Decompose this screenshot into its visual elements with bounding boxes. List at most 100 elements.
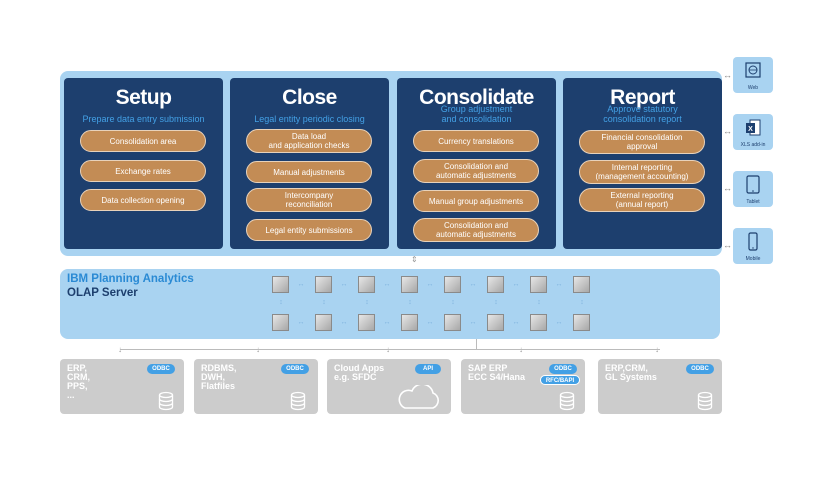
down-arrow-icon: ↓ <box>256 346 260 354</box>
cube-icon <box>487 276 504 293</box>
cube-icon <box>272 276 289 293</box>
stage-subtitle: Legal entity periodic closing <box>254 114 365 124</box>
device-label: Web <box>747 85 759 91</box>
step-pill: Internal reporting (management accountin… <box>579 160 705 184</box>
cube-link-icon: ↔ <box>469 319 477 326</box>
stage-title: Setup <box>115 86 172 109</box>
cube-icon <box>272 314 289 331</box>
cube-link-icon: ↕ <box>580 299 584 306</box>
source-label: ERP,CRM, GL Systems <box>605 363 657 382</box>
cube-icon <box>358 276 375 293</box>
down-arrow-icon: ↓ <box>655 346 659 354</box>
mobile-icon <box>748 232 758 251</box>
source-label: RDBMS, DWH, Flatfiles <box>201 363 237 391</box>
database-icon <box>158 391 174 411</box>
olap-product-name: IBM Planning Analytics <box>67 273 194 285</box>
cube-icon <box>444 276 461 293</box>
stage-subtitle: Prepare data entry submission <box>82 114 205 124</box>
updown-arrow-icon: ⇕ <box>411 255 418 264</box>
step-pill: Data load and application checks <box>246 129 372 153</box>
source-cloud-apps: Cloud Apps e.g. SFDC API <box>327 359 451 414</box>
source-sap-erp: SAP ERP ECC S4/Hana ODBC RFC/BAPI <box>461 359 585 414</box>
connector-badge: ODBC <box>281 364 309 374</box>
rfc-bapi-badge: RFC/BAPI <box>540 375 580 385</box>
leftright-arrow-icon: ↔ <box>723 126 732 136</box>
cloud-icon <box>398 385 439 409</box>
source-label: ERP, CRM, PPS, ... <box>67 363 90 400</box>
stage-title: Close <box>282 86 337 109</box>
stage-subtitle: Group adjustment and consolidation <box>440 104 513 124</box>
cube-icon <box>315 314 332 331</box>
step-pill: Intercompany reconciliation <box>246 188 372 212</box>
cube-icon <box>530 276 547 293</box>
stage-setup: Setup Prepare data entry submission Cons… <box>64 78 223 249</box>
cube-link-icon: ↔ <box>383 319 391 326</box>
stage-subtitle: Approve statutory consolidation report <box>603 104 682 124</box>
stage-consolidate: Consolidate Group adjustment and consoli… <box>397 78 556 249</box>
cube-icon <box>358 314 375 331</box>
cube-icon <box>530 314 547 331</box>
step-pill: Currency translations <box>413 130 539 152</box>
connector-line <box>476 339 477 349</box>
device-label: Tablet <box>746 199 760 205</box>
web-icon <box>745 62 761 78</box>
cube-link-icon: ↔ <box>512 281 520 288</box>
device-tablet: Tablet <box>733 171 773 207</box>
step-pill: Manual adjustments <box>246 161 372 183</box>
leftright-arrow-icon: ↔ <box>723 183 732 193</box>
source-erp: ERP, CRM, PPS, ... ODBC <box>60 359 184 414</box>
olap-server-label: OLAP Server <box>67 287 138 299</box>
cube-link-icon: ↔ <box>297 281 305 288</box>
cube-link-icon: ↔ <box>426 319 434 326</box>
connector-line <box>120 349 660 350</box>
database-icon <box>559 391 575 411</box>
cube-link-icon: ↕ <box>451 299 455 306</box>
step-pill: Consolidation area <box>80 130 206 152</box>
database-icon <box>697 391 713 411</box>
tablet-icon <box>746 175 760 194</box>
cube-icon <box>401 276 418 293</box>
step-pill: Consolidation and automatic adjustments <box>413 218 539 242</box>
stage-title: Report <box>610 86 675 109</box>
down-arrow-icon: ↓ <box>118 346 122 354</box>
step-pill: Financial consolidation approval <box>579 130 705 154</box>
cube-link-icon: ↕ <box>279 299 283 306</box>
device-label: Mobile <box>745 256 761 262</box>
step-pill: Consolidation and automatic adjustments <box>413 159 539 183</box>
cube-icon <box>573 314 590 331</box>
cube-link-icon: ↔ <box>555 319 563 326</box>
connector-badge: ODBC <box>147 364 175 374</box>
stage-report: Report Approve statutory consolidation r… <box>563 78 722 249</box>
cube-link-icon: ↔ <box>340 319 348 326</box>
source-label: SAP ERP ECC S4/Hana <box>468 363 526 382</box>
cube-icon <box>401 314 418 331</box>
device-mobile: Mobile <box>733 228 773 264</box>
cube-link-icon: ↕ <box>408 299 412 306</box>
step-pill: Manual group adjustments <box>413 190 539 212</box>
down-arrow-icon: ↓ <box>519 346 523 354</box>
step-pill: Data collection opening <box>80 189 206 211</box>
cube-link-icon: ↔ <box>297 319 305 326</box>
cube-icon <box>315 276 332 293</box>
database-icon <box>290 391 306 411</box>
cube-link-icon: ↔ <box>383 281 391 288</box>
source-erp-crm-gl: ERP,CRM, GL Systems ODBC <box>598 359 722 414</box>
leftright-arrow-icon: ↔ <box>723 70 732 80</box>
device-web: Web <box>733 57 773 93</box>
step-pill: Legal entity submissions <box>246 219 372 241</box>
cube-icon <box>573 276 590 293</box>
cube-link-icon: ↕ <box>494 299 498 306</box>
step-pill: Exchange rates <box>80 160 206 182</box>
excel-icon: X <box>746 119 761 136</box>
cube-link-icon: ↔ <box>340 281 348 288</box>
cube-link-icon: ↔ <box>426 281 434 288</box>
source-rdbms: RDBMS, DWH, Flatfiles ODBC <box>194 359 318 414</box>
stage-title: Consolidate <box>419 86 534 109</box>
svg-text:X: X <box>748 126 753 133</box>
cube-link-icon: ↕ <box>537 299 541 306</box>
cube-link-icon: ↔ <box>469 281 477 288</box>
cube-link-icon: ↔ <box>555 281 563 288</box>
connector-badge: API <box>415 364 441 374</box>
stage-close: Close Legal entity periodic closing Data… <box>230 78 389 249</box>
down-arrow-icon: ↓ <box>386 346 390 354</box>
